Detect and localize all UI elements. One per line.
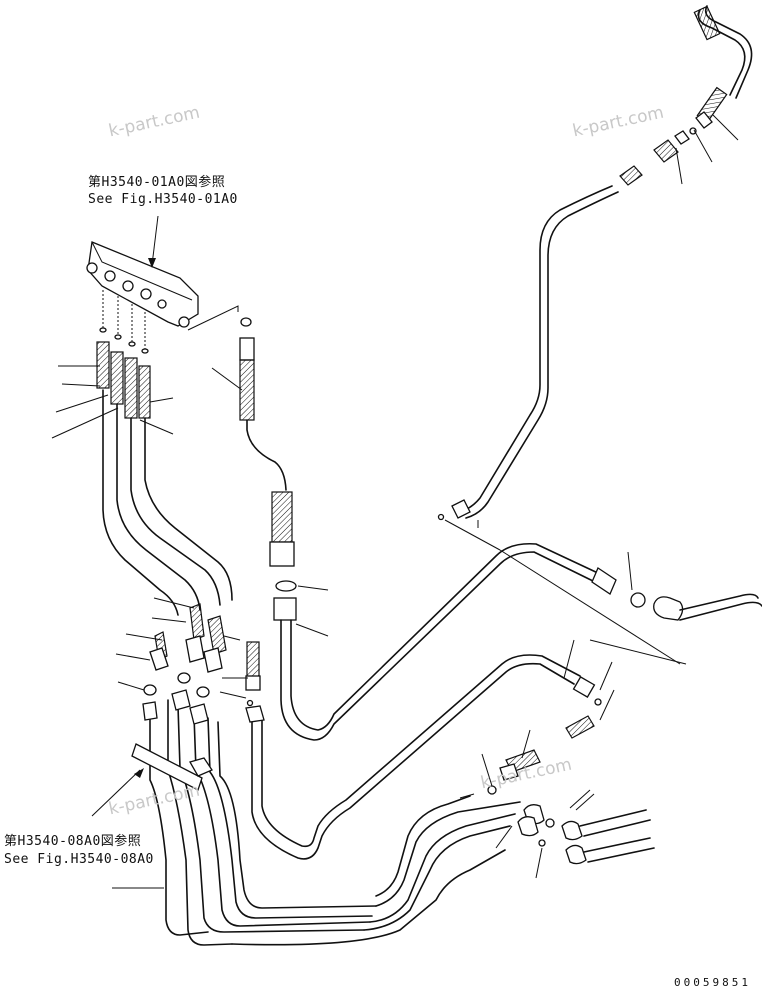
manifold-link-line [187,305,239,331]
top-reference-jp: 第H3540-01A0図参照 [88,175,226,190]
bottom-reference-jp: 第H3540-08A0図参照 [4,834,142,849]
long-return-pipe [437,185,619,551]
lower-left-fittings [115,597,265,725]
manifold-block [86,215,199,328]
top-right-hose [693,5,753,129]
document-number: 00059851 [674,976,751,989]
right-middle-pipe [251,639,687,860]
lower-pipe-bundle [91,699,521,946]
top-reference-en: See Fig.H3540-01A0 [88,192,238,207]
bottom-reference-en: See Fig.H3540-08A0 [4,852,154,867]
manifold-o-rings [99,290,252,354]
center-hose [211,337,329,637]
long-s-pipe [280,542,762,741]
lower-right-fittings [459,729,655,879]
top-right-fittings [619,114,739,186]
manifold-hoses [51,341,233,616]
